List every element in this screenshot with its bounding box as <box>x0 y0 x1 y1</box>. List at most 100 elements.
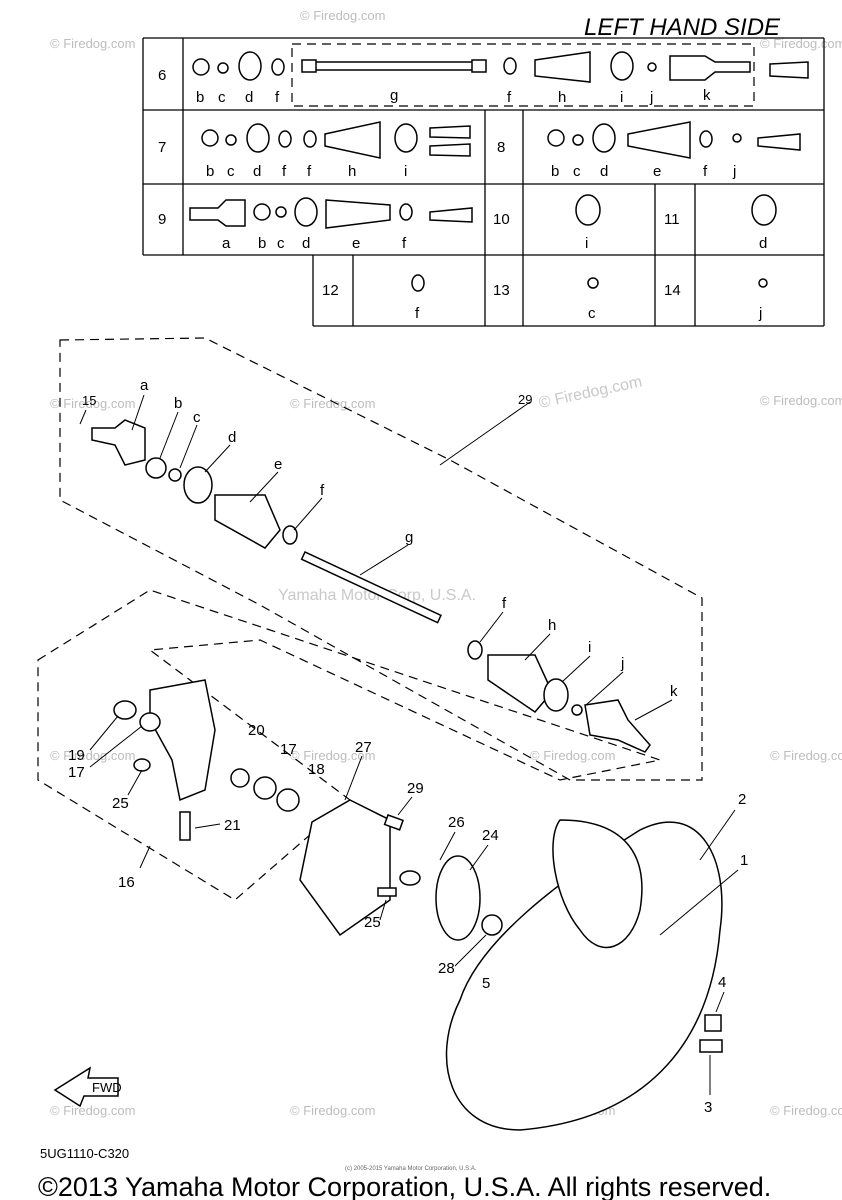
callout-number: 2 <box>738 791 746 808</box>
watermark-large: © Firedog.com <box>537 373 643 411</box>
row-number: 7 <box>158 139 166 156</box>
callout-letter: c <box>193 409 201 426</box>
part-letter: b <box>551 163 559 180</box>
callout-letter: d <box>228 429 236 446</box>
callout-letter: a <box>140 377 149 394</box>
part-letter: f <box>507 89 512 106</box>
callout-number: 29 <box>407 780 424 797</box>
part-letter: c <box>218 89 226 106</box>
part-letter: i <box>404 163 407 180</box>
watermark: © Firedog.com <box>760 36 842 51</box>
callout-number: 5 <box>482 975 490 992</box>
watermark: © Firedog.com <box>530 748 615 763</box>
part-letter: k <box>703 87 711 104</box>
callout-number: 25 <box>112 795 129 812</box>
callout-number: 17 <box>68 764 85 781</box>
callout-letter: g <box>405 529 413 546</box>
row-number: 12 <box>322 282 339 299</box>
part-letter: i <box>620 89 623 106</box>
part-letter: g <box>390 87 398 104</box>
drive-shaft-assembly: 15 a b c d e f g f h i j k 29 <box>59 337 703 781</box>
watermark: © Firedog.com <box>50 748 135 763</box>
part-letter: c <box>588 305 596 322</box>
part-letter: c <box>227 163 235 180</box>
part-letter: d <box>253 163 261 180</box>
part-letter: d <box>302 235 310 252</box>
callout-number: 27 <box>355 739 372 756</box>
callout-letter: f <box>320 482 325 499</box>
part-letter: b <box>206 163 214 180</box>
row8-parts: b c d e f j <box>547 121 801 180</box>
row-number: 8 <box>497 139 505 156</box>
row7-parts: b c d f f h i <box>201 121 471 180</box>
row-number: 9 <box>158 211 166 228</box>
part-letter: h <box>558 89 566 106</box>
part-letter: d <box>759 235 767 252</box>
part-letter: d <box>600 163 608 180</box>
fwd-label: FWD <box>92 1080 122 1095</box>
part-letter: b <box>196 89 204 106</box>
callout-letter: e <box>274 456 282 473</box>
watermark: © Firedog.com <box>50 36 135 51</box>
watermark: © Firedog.com <box>770 748 842 763</box>
callout-number: 25 <box>364 914 381 931</box>
callout-number: 15 <box>82 393 96 408</box>
callout-letter: j <box>620 655 624 672</box>
watermark: © Firedog.com <box>760 393 842 408</box>
part-letter: a <box>222 235 231 252</box>
tiny-copyright: (c) 2005-2015 Yamaha Motor Corporation, … <box>345 1166 477 1172</box>
part-letter: c <box>573 163 581 180</box>
part-letter: j <box>758 305 762 322</box>
callout-letter: k <box>670 683 678 700</box>
callout-letter: h <box>548 617 556 634</box>
diagram-code: 5UG1110-C320 <box>40 1146 129 1161</box>
callout-number: 28 <box>438 960 455 977</box>
row-number: 14 <box>664 282 681 299</box>
part-letter: f <box>415 305 420 322</box>
part-letter: i <box>585 235 588 252</box>
watermark-layer: © Firedog.com © Firedog.com © Firedog.co… <box>50 8 842 1118</box>
row9-parts: a b c d e f <box>189 197 473 252</box>
part-letter: f <box>703 163 708 180</box>
callout-number: 3 <box>704 1099 712 1116</box>
page-title: LEFT HAND SIDE <box>584 14 781 41</box>
row-number: 11 <box>664 211 680 228</box>
watermark: © Firedog.com <box>770 1103 842 1118</box>
part-letter: e <box>352 235 360 252</box>
watermark: © Firedog.com <box>290 748 375 763</box>
watermark: © Firedog.com <box>50 396 135 411</box>
part-letter: b <box>258 235 266 252</box>
callout-number: 16 <box>118 874 135 891</box>
watermark: © Firedog.com <box>300 8 385 23</box>
callout-number: 1 <box>740 852 748 869</box>
callout-letter: f <box>502 595 507 612</box>
part-letter: h <box>348 163 356 180</box>
callout-number: 19 <box>68 747 85 764</box>
row-number: 6 <box>158 67 166 84</box>
watermark-brand: Yamaha Motor Corp, U.S.A. <box>278 587 476 604</box>
callout-letter: b <box>174 395 182 412</box>
callout-number: 21 <box>224 817 241 834</box>
callout-number: 17 <box>280 741 297 758</box>
callout-number: 26 <box>448 814 465 831</box>
part-letter: j <box>732 163 736 180</box>
callout-number: 24 <box>482 827 499 844</box>
row-number: 13 <box>493 282 510 299</box>
callout-letter: i <box>588 639 591 656</box>
row6-parts: b c d f g f h i j k <box>192 51 809 106</box>
part-letter: f <box>275 89 280 106</box>
wheel-assembly: 27 29 26 24 25 28 5 2 1 4 3 <box>299 739 748 1131</box>
part-letter: c <box>277 235 285 252</box>
part-letter: f <box>402 235 407 252</box>
watermark: © Firedog.com <box>50 1103 135 1118</box>
part-letter: f <box>282 163 287 180</box>
part-letter: d <box>245 89 253 106</box>
fwd-arrow-icon: FWD <box>53 1066 122 1108</box>
part-letter: j <box>649 89 653 106</box>
copyright-footer: ©2013 Yamaha Motor Corporation, U.S.A. A… <box>38 1172 771 1200</box>
knuckle-assembly: 19 17 25 20 17 18 21 16 <box>37 589 663 901</box>
callout-number: 4 <box>718 974 726 991</box>
callout-number: 29 <box>518 392 532 407</box>
part-letter: e <box>653 163 661 180</box>
